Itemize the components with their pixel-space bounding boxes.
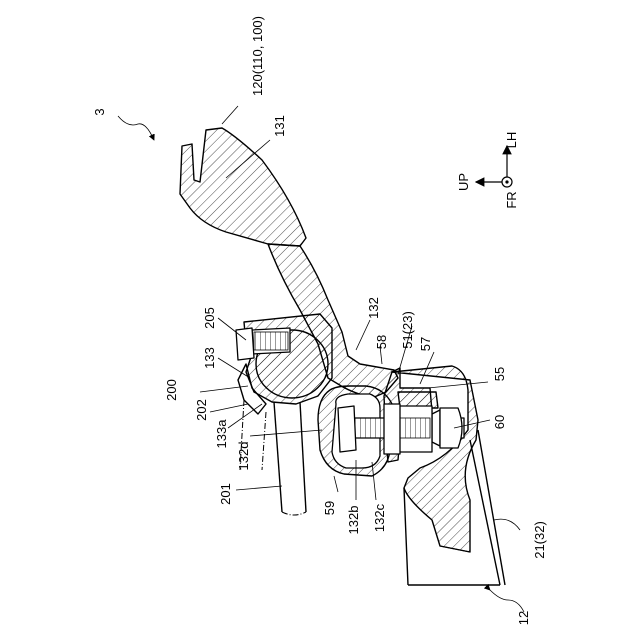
label-200: 200	[164, 379, 179, 401]
label-21: 21(32)	[532, 521, 547, 559]
orientation-lh-label: LH	[504, 132, 519, 149]
label-12: 12	[516, 611, 531, 625]
label-133a: 133a	[214, 419, 229, 449]
orientation-fr-label: FR	[504, 191, 519, 208]
label-132b: 132b	[346, 506, 361, 535]
label-51: 51(23)	[400, 311, 415, 349]
label-57: 57	[418, 337, 433, 351]
label-132d: 132d	[236, 442, 251, 471]
label-58: 58	[374, 335, 389, 349]
label-59: 59	[322, 501, 337, 515]
label-120: 120(110, 100)	[250, 16, 265, 96]
orientation-indicator	[476, 146, 512, 187]
orientation-up-label: UP	[456, 173, 471, 191]
label-60: 60	[492, 415, 507, 429]
clamp-133	[236, 314, 332, 414]
label-132: 132	[366, 297, 381, 319]
label-201: 201	[218, 483, 233, 505]
label-132c: 132c	[372, 503, 387, 532]
label-202: 202	[194, 399, 209, 421]
label-205: 205	[202, 307, 217, 329]
label-55: 55	[492, 367, 507, 381]
figure-ref-label: 3	[92, 108, 107, 115]
label-131: 131	[272, 115, 287, 137]
label-133: 133	[202, 347, 217, 369]
